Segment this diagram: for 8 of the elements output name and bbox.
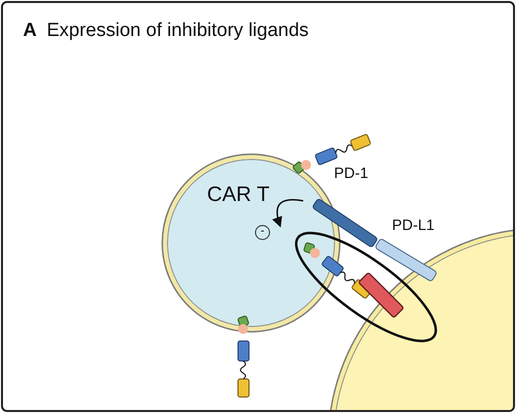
title: Expression of inhibitory ligands: [46, 19, 309, 43]
ligand-label: PD-L1: [392, 216, 435, 236]
curved-arrow: [272, 199, 304, 228]
minus-sign: -: [260, 226, 264, 237]
panel-letter: A: [23, 19, 37, 43]
inhibition-symbol: [255, 225, 270, 240]
cell-label: CAR T: [207, 182, 270, 208]
receptor-label: PD-1: [334, 164, 368, 184]
